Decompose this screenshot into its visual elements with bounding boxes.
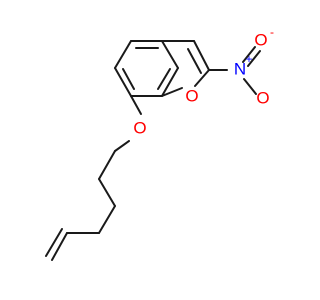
bond-benzene-3 bbox=[161, 67, 179, 97]
bond-ether-chain-1 bbox=[114, 140, 130, 152]
bond-nitro-n-o-top bbox=[242, 46, 256, 63]
charge-label-nitro-plus: + bbox=[245, 52, 252, 66]
bond-chain-5-6-double bbox=[45, 228, 63, 257]
molecule-canvas: O O N + O - O bbox=[45, 25, 274, 261]
bond-furan-c2-o bbox=[194, 69, 210, 87]
bond-benzene-6 bbox=[114, 40, 132, 69]
molecule-diagram: O O N + O - O bbox=[45, 25, 274, 261]
bond-furan-c3-c2-double bbox=[187, 48, 202, 74]
bond-benzene-2 bbox=[161, 40, 179, 69]
bond-nitro-n-o-bottom bbox=[243, 78, 257, 95]
atom-label-nitro-oxygen-lower: O bbox=[256, 88, 269, 107]
bond-furan-c3-c2 bbox=[193, 40, 210, 71]
bond-furan-o-c7a bbox=[161, 87, 183, 97]
bond-benzene-double-left bbox=[122, 68, 135, 90]
bond-chain-2-3 bbox=[98, 178, 116, 207]
bond-benzene-5 bbox=[114, 67, 132, 97]
bond-chain-1-2 bbox=[98, 150, 116, 180]
charge-label-nitro-minus: - bbox=[270, 25, 274, 39]
bond-benzene-ether bbox=[130, 95, 142, 115]
atom-label-nitro-oxygen: O bbox=[254, 30, 267, 49]
atom-label-ether-oxygen: O bbox=[133, 118, 146, 137]
bond-nitro-n-o-top-double bbox=[247, 50, 261, 67]
bond-chain-3-4 bbox=[98, 205, 116, 234]
bond-chain-5-6 bbox=[51, 232, 68, 261]
atom-label-nitro-nitrogen: N bbox=[234, 59, 246, 78]
bond-benzene-double-right bbox=[157, 68, 171, 90]
atom-label-furan-oxygen: O bbox=[185, 86, 198, 105]
